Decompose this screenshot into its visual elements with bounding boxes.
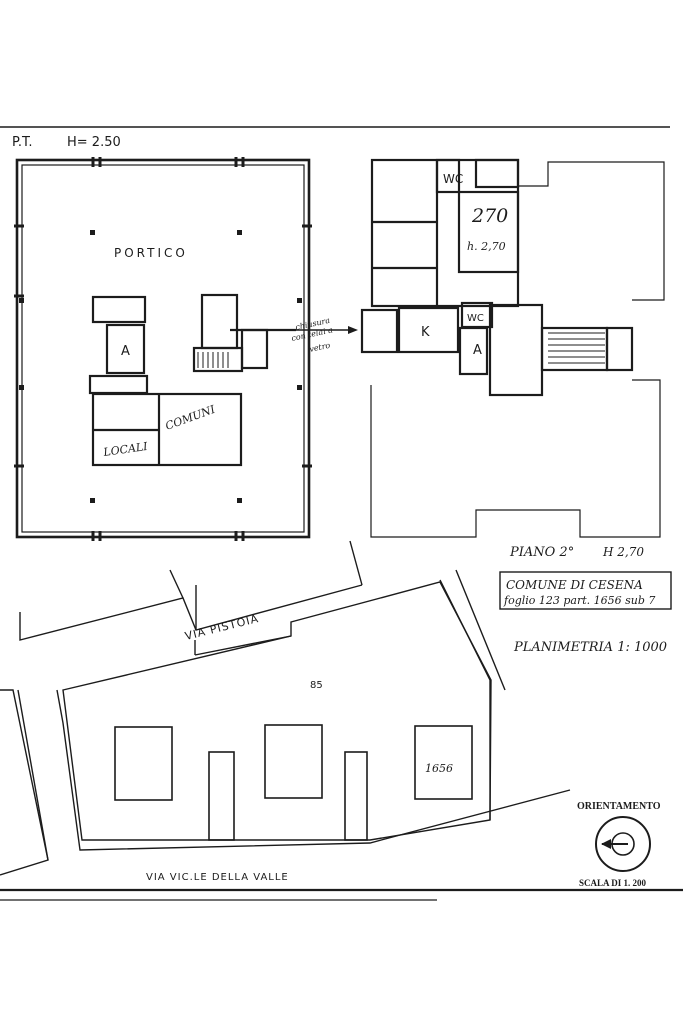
parcel-1656-label: 1656 bbox=[425, 762, 453, 775]
site-plan-scale: PLANIMETRIA 1: 1000 bbox=[513, 640, 667, 655]
closure-note-line-3: vetro bbox=[309, 341, 332, 354]
compass-icon bbox=[595, 816, 651, 872]
second-floor-height: H 2,70 bbox=[602, 545, 644, 559]
second-floor-plan bbox=[360, 158, 665, 538]
street-via-della-valle: VIA VIC.LE DELLA VALLE bbox=[146, 872, 289, 883]
second-room-a-label: A bbox=[473, 343, 482, 358]
street-via-pistoia: VIA PISTOIA bbox=[184, 612, 261, 643]
ground-room-a-label: A bbox=[121, 344, 130, 359]
orientation-title: ORIENTAMENTO bbox=[577, 801, 661, 812]
parcel-85-label: 85 bbox=[310, 680, 323, 691]
frame-lines bbox=[0, 126, 683, 901]
cadastral-line-1: COMUNE DI CESENA bbox=[506, 578, 643, 592]
wc-lower-label: WC bbox=[467, 313, 484, 324]
cadastral-box bbox=[499, 571, 672, 610]
locali-label: LOCALI bbox=[102, 440, 149, 459]
unit-height: h. 2,70 bbox=[467, 240, 506, 253]
comuni-label: COMUNI bbox=[164, 403, 218, 433]
wc-top-label: WC bbox=[443, 172, 463, 186]
site-plan bbox=[0, 540, 571, 876]
ground-floor-height: H= 2.50 bbox=[67, 135, 121, 150]
orientation-scale: SCALA DI 1. 200 bbox=[579, 878, 647, 888]
portico-label: PORTICO bbox=[114, 246, 188, 260]
cadastral-line-2: foglio 123 part. 1656 sub 7 bbox=[503, 594, 655, 607]
ground-floor-plan bbox=[14, 157, 358, 541]
unit-number: 270 bbox=[471, 205, 508, 227]
k-label: K bbox=[421, 325, 430, 340]
ground-floor-header: P.T. bbox=[12, 135, 32, 150]
second-floor-label: PIANO 2° bbox=[509, 545, 574, 560]
